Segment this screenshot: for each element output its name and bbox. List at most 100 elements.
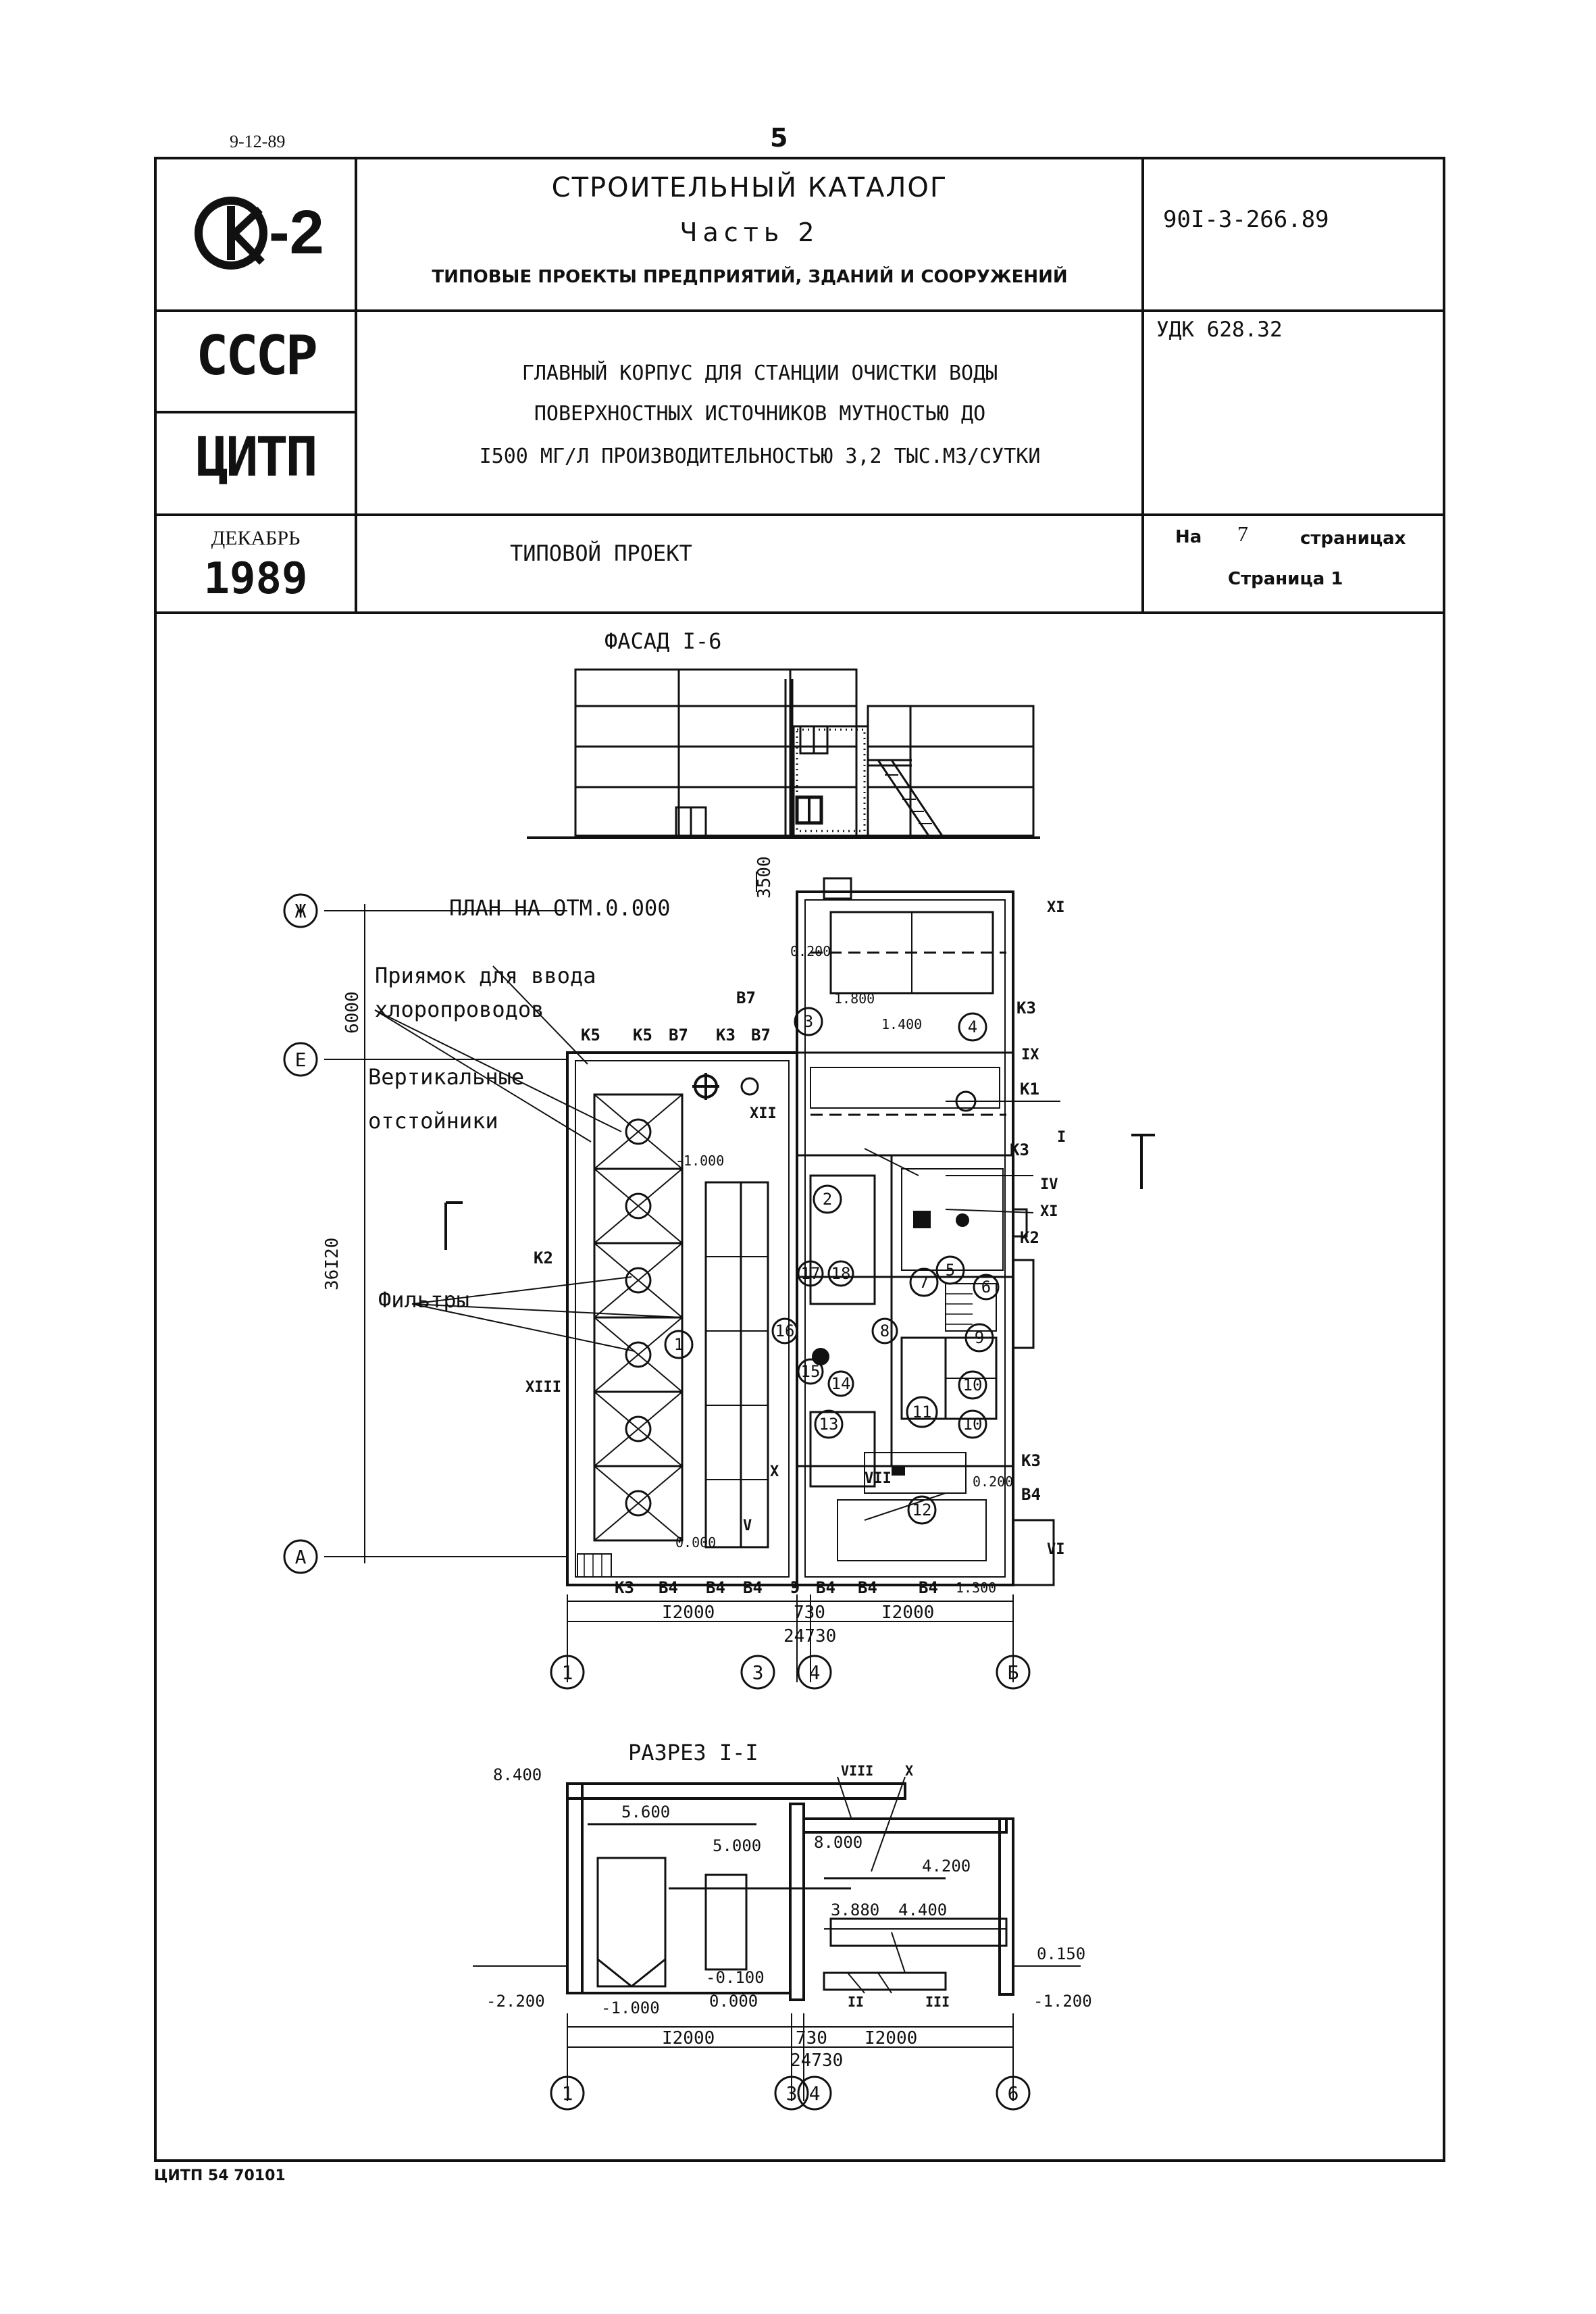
sec-level-0150: 0.150 (1037, 1944, 1085, 1963)
room-16: 16 (775, 1322, 795, 1340)
callout-settlers-line1: Вертикальные (368, 1064, 525, 1090)
section-axis-1: 1 (562, 2082, 573, 2105)
sec-mark-iii: III (925, 1994, 950, 2010)
axis-col-b: Б (1008, 1661, 1019, 1684)
mark-k2-a: K2 (1020, 1228, 1039, 1247)
room-11: 11 (912, 1403, 932, 1422)
sec-level-8000: 8.000 (814, 1833, 863, 1852)
roman-vii: VII (865, 1470, 892, 1487)
roman-i: I (1057, 1129, 1066, 1146)
room-17: 17 (801, 1264, 821, 1283)
room-2: 2 (823, 1190, 832, 1209)
room-12: 12 (912, 1501, 932, 1519)
room-13: 13 (819, 1415, 839, 1434)
sec-level-4400: 4.400 (898, 1901, 947, 1919)
axis-col-4: 4 (809, 1661, 821, 1684)
facade-title: ФАСАД I-6 (604, 628, 722, 654)
year: 1989 (203, 554, 308, 604)
catalog-part: Часть 2 (679, 218, 820, 247)
room-5: 5 (946, 1261, 955, 1280)
sec-level-5600: 5.600 (621, 1803, 670, 1821)
callout-pit-line2: хлоропроводов (375, 997, 544, 1022)
room-14: 14 (831, 1374, 851, 1393)
section-axis-6: 6 (1008, 2082, 1019, 2105)
room-9: 9 (975, 1328, 984, 1347)
mark-k3-c: K3 (1010, 1140, 1029, 1159)
facade-drawing (527, 668, 1040, 839)
level-0200: 0.200 (973, 1474, 1013, 1490)
dim-730: 730 (794, 1603, 825, 1623)
sec-level-5000: 5.000 (713, 1836, 761, 1855)
room-3: 3 (804, 1012, 813, 1031)
catalog-title: СТРОИТЕЛЬНЫЙ КАТАЛОГ (551, 172, 948, 203)
room-7: 7 (919, 1273, 929, 1292)
axis-row-e: Е (295, 1049, 307, 1071)
sec-level-minus-0100: -0.100 (706, 1968, 765, 1987)
sheet-frame (154, 157, 1445, 2162)
country: СССР (196, 324, 318, 387)
title-line-3: I500 МГ/Л ПРОИЗВОДИТЕЛЬНОСТЬЮ 3,2 ТЫС.М3… (479, 445, 1041, 468)
roman-ix: IX (1021, 1047, 1039, 1063)
logo-text: -2 (269, 198, 324, 267)
catalog-subtitle: ТИПОВЫЕ ПРОЕКТЫ ПРЕДПРИЯТИЙ, ЗДАНИЙ И СО… (432, 267, 1068, 287)
pages-suffix: страницах (1300, 528, 1406, 549)
footer-code: ЦИТП 54 70101 (154, 2167, 286, 2184)
pages-prefix: На (1175, 527, 1202, 547)
callout-pit-line1: Приямок для ввода (375, 963, 596, 988)
mark-k5-a: K5 (581, 1026, 600, 1045)
title-line-1: ГЛАВНЫЙ КОРПУС ДЛЯ СТАНЦИИ ОЧИСТКИ ВОДЫ (521, 361, 998, 385)
dim-24730: 24730 (783, 1626, 836, 1646)
mark-k3-b: K3 (1016, 999, 1036, 1017)
level-minus-1000: -1.000 (675, 1153, 724, 1169)
mark-b4-g: B4 (919, 1578, 938, 1597)
section-drawing: 1 3 4 6 8.400 5.600 5.000 8.000 4.200 3.… (473, 1763, 1092, 2111)
sec-level-minus-1200: -1.200 (1033, 1992, 1092, 2011)
org: ЦИТП (196, 426, 318, 488)
mark-b4-a: B4 (1021, 1485, 1041, 1504)
axis-row-a: А (295, 1546, 307, 1568)
section-title: РАЗРЕЗ I-I (628, 1740, 758, 1765)
sec-level-minus-1000: -1.000 (601, 1998, 660, 2017)
roman-vi: VI (1047, 1541, 1065, 1558)
mark-k3-a: K3 (716, 1026, 736, 1045)
mark-e: Э (790, 1578, 800, 1597)
roman-xi-b: XI (1040, 1203, 1058, 1220)
sec-dim-730: 730 (796, 2028, 827, 2048)
plan-title: ПЛАН НА ОТМ.0.000 (449, 895, 671, 921)
room-10-b: 10 (963, 1415, 983, 1434)
dim-3500: 3500 (754, 856, 775, 899)
mark-b4-f: B4 (858, 1578, 877, 1597)
level-1800: 1.800 (834, 990, 875, 1007)
doc-code: 90I-3-266.89 (1163, 206, 1329, 233)
mark-k2-b: K2 (534, 1249, 553, 1267)
dim-6000: 6000 (342, 991, 363, 1034)
sec-level-minus-2200: -2.200 (486, 1992, 545, 2011)
axis-col-3: 3 (752, 1661, 764, 1684)
room-6: 6 (981, 1278, 991, 1297)
sec-mark-x: X (905, 1763, 913, 1779)
room-18: 18 (831, 1264, 851, 1283)
pages-count: 7 (1237, 522, 1248, 546)
mark-b4-e: B4 (816, 1578, 835, 1597)
mark-k1: K1 (1020, 1080, 1039, 1099)
room-8: 8 (880, 1322, 890, 1340)
callout-filters: Фильтры (378, 1287, 469, 1313)
level-1400: 1.400 (881, 1016, 922, 1032)
sec-level-8400: 8.400 (493, 1765, 542, 1784)
sec-dim-12000-b: I2000 (865, 2028, 917, 2048)
mark-b7-b: B7 (751, 1026, 771, 1045)
mark-b4-d: B4 (743, 1578, 763, 1597)
roman-x: X (770, 1463, 779, 1480)
dim-12000-b: I2000 (881, 1603, 934, 1623)
roman-iv: IV (1040, 1176, 1058, 1193)
axis-row-zh: Ж (295, 900, 307, 922)
ck-logo-icon (195, 197, 267, 270)
mark-k3-e: K3 (615, 1578, 634, 1597)
level-0000: 0.000 (675, 1534, 716, 1551)
sec-dim-12000-a: I2000 (662, 2028, 715, 2048)
room-1: 1 (674, 1335, 684, 1354)
logo: -2 (189, 182, 338, 284)
mark-k5-b: K5 (633, 1026, 652, 1045)
dim-12000-a: I2000 (662, 1603, 715, 1623)
sec-mark-viii: VIII (841, 1763, 873, 1779)
